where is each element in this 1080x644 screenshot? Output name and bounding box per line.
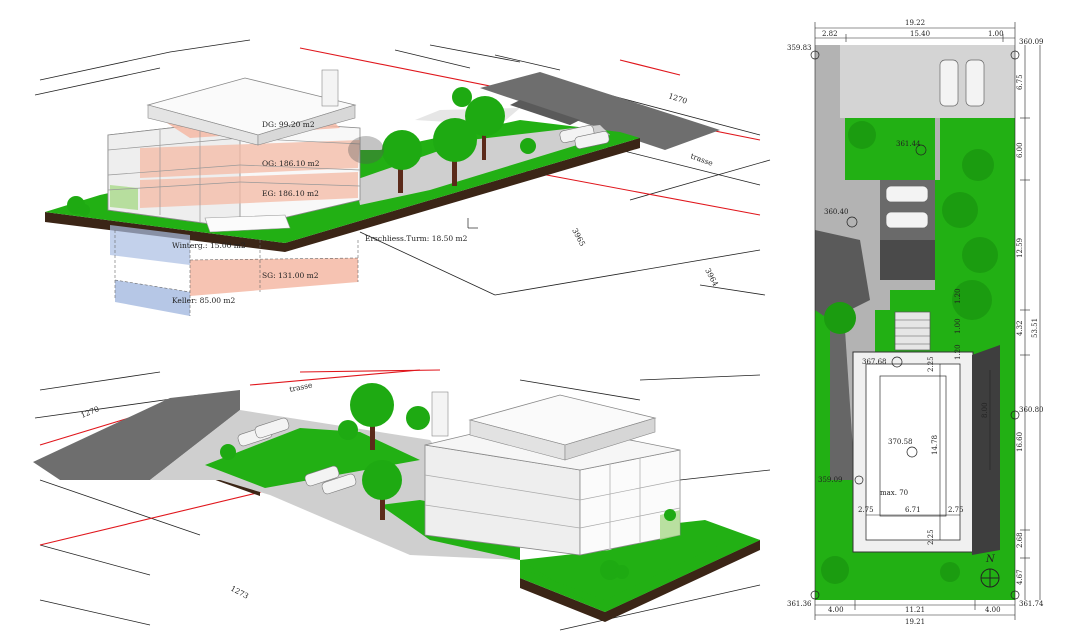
survey-markers bbox=[810, 50, 1020, 600]
parcel-label-1270: 1270 bbox=[667, 91, 688, 106]
dim-right-1: 6.00 bbox=[1016, 142, 1024, 158]
parcel-label-1273: 1273 bbox=[229, 584, 250, 601]
lawn-upper bbox=[205, 428, 420, 488]
dim-bottom-total: 19.21 bbox=[905, 618, 925, 626]
building-top bbox=[107, 69, 361, 233]
elev-left-mid: 360.40 bbox=[824, 208, 849, 216]
pool-top-gap: 2.25 bbox=[927, 356, 935, 372]
pool-max: max. 70 bbox=[880, 489, 908, 497]
dim-bottom-left: 4.00 bbox=[828, 606, 844, 614]
elev-bl: 361.36 bbox=[787, 600, 812, 608]
dim-top-total: 19.22 bbox=[905, 19, 925, 27]
label-winterg: Winterg.: 15.00 m2 bbox=[172, 241, 246, 250]
elev-br: 361.74 bbox=[1019, 600, 1044, 608]
elev-pool-center: 370.58 bbox=[888, 438, 913, 446]
parked-cars bbox=[559, 125, 610, 149]
basement-areas bbox=[110, 225, 359, 316]
stair-dim-2: 1.20 bbox=[954, 344, 962, 360]
label-eg: EG: 186.10 m2 bbox=[262, 189, 319, 198]
dim-right-4: 16.60 bbox=[1016, 432, 1024, 452]
pool-w-left: 2.75 bbox=[858, 506, 874, 514]
parcel-label-3964: 3964 bbox=[703, 267, 720, 288]
pool-height: 14.78 bbox=[931, 435, 939, 455]
plan-dimension-texts: 19.22 2.82 15.40 1.00 4.00 11.21 4.00 19… bbox=[787, 19, 1044, 626]
elev-tr: 360.09 bbox=[1019, 38, 1044, 46]
dim-right-0: 6.75 bbox=[1016, 74, 1024, 90]
dim-top-right: 1.00 bbox=[988, 30, 1004, 38]
dim-bottom-right: 4.00 bbox=[985, 606, 1001, 614]
plan-dimension-lines bbox=[814, 22, 1041, 620]
road bbox=[480, 72, 720, 150]
pool-bottom-gap: 2.25 bbox=[927, 529, 935, 545]
north-label: N bbox=[985, 554, 996, 565]
dim-top-left: 2.82 bbox=[822, 30, 838, 38]
label-sg: SG: 131.00 m2 bbox=[262, 271, 319, 280]
parcel-lines-bottom bbox=[34, 371, 771, 631]
plan-view: N 19.22 2.82 15.40 1.00 4.00 11.21 4.00 … bbox=[787, 19, 1044, 626]
elev-right-mid: 360.80 bbox=[1019, 406, 1044, 414]
dim-right-total: 53.51 bbox=[1031, 318, 1039, 338]
stair-dim-1: 1.00 bbox=[954, 318, 962, 334]
label-keller: Keller: 85.00 m2 bbox=[172, 296, 236, 305]
parcel-label-1270-b: 1270 bbox=[79, 404, 100, 420]
stair-dim-0: 1.20 bbox=[954, 288, 962, 304]
cars-bottom bbox=[237, 417, 357, 495]
trees-top bbox=[67, 87, 536, 216]
dim-right-5: 2.68 bbox=[1016, 532, 1024, 548]
label-og: OG: 186.10 m2 bbox=[262, 159, 320, 168]
parcel-label-3965: 3965 bbox=[570, 227, 587, 248]
label-dg: DG: 99.20 m2 bbox=[262, 120, 315, 129]
plan-cars bbox=[885, 59, 985, 229]
axonometric-view-bottom: 1270 1273 trasse bbox=[33, 369, 771, 631]
dim-right-6: 4.67 bbox=[1016, 569, 1024, 585]
label-erschliess: Erschliess.Turm: 18.50 m2 bbox=[365, 234, 468, 243]
driveway bbox=[355, 125, 610, 205]
dim-right-2: 12.59 bbox=[1016, 238, 1024, 258]
dim-bottom-mid: 11.21 bbox=[905, 606, 925, 614]
pool-w-right: 2.75 bbox=[948, 506, 964, 514]
pool-inner: 8.00 bbox=[981, 402, 989, 418]
soil-block-bottom bbox=[520, 540, 760, 622]
trees-bottom bbox=[220, 383, 676, 580]
dim-right-3: 4.32 bbox=[1016, 320, 1024, 336]
elev-pool-left: 359.09 bbox=[818, 476, 843, 484]
elev-tl: 359.83 bbox=[787, 44, 812, 52]
area-labels: DG: 99.20 m2 OG: 186.10 m2 EG: 186.10 m2… bbox=[172, 120, 468, 305]
building-bottom bbox=[424, 391, 681, 556]
road-bottom bbox=[33, 390, 240, 480]
plan-trees bbox=[821, 121, 998, 584]
axonometric-view-top: 1270 3965 3964 trasse DG: 99.20 m2 OG: 1… bbox=[34, 39, 771, 316]
plan-pool bbox=[879, 375, 947, 517]
dim-top-mid: 15.40 bbox=[910, 30, 930, 38]
soil-block bbox=[45, 138, 640, 252]
elev-pool-tl: 367.68 bbox=[862, 358, 887, 366]
street-label: trasse bbox=[689, 151, 714, 168]
plan-stair bbox=[894, 311, 931, 351]
pool-w-mid: 6.71 bbox=[905, 506, 921, 514]
north-arrow-icon: N bbox=[980, 554, 1000, 588]
elev-garden: 361.44 bbox=[896, 140, 921, 148]
street-label-b: trasse bbox=[289, 380, 314, 394]
